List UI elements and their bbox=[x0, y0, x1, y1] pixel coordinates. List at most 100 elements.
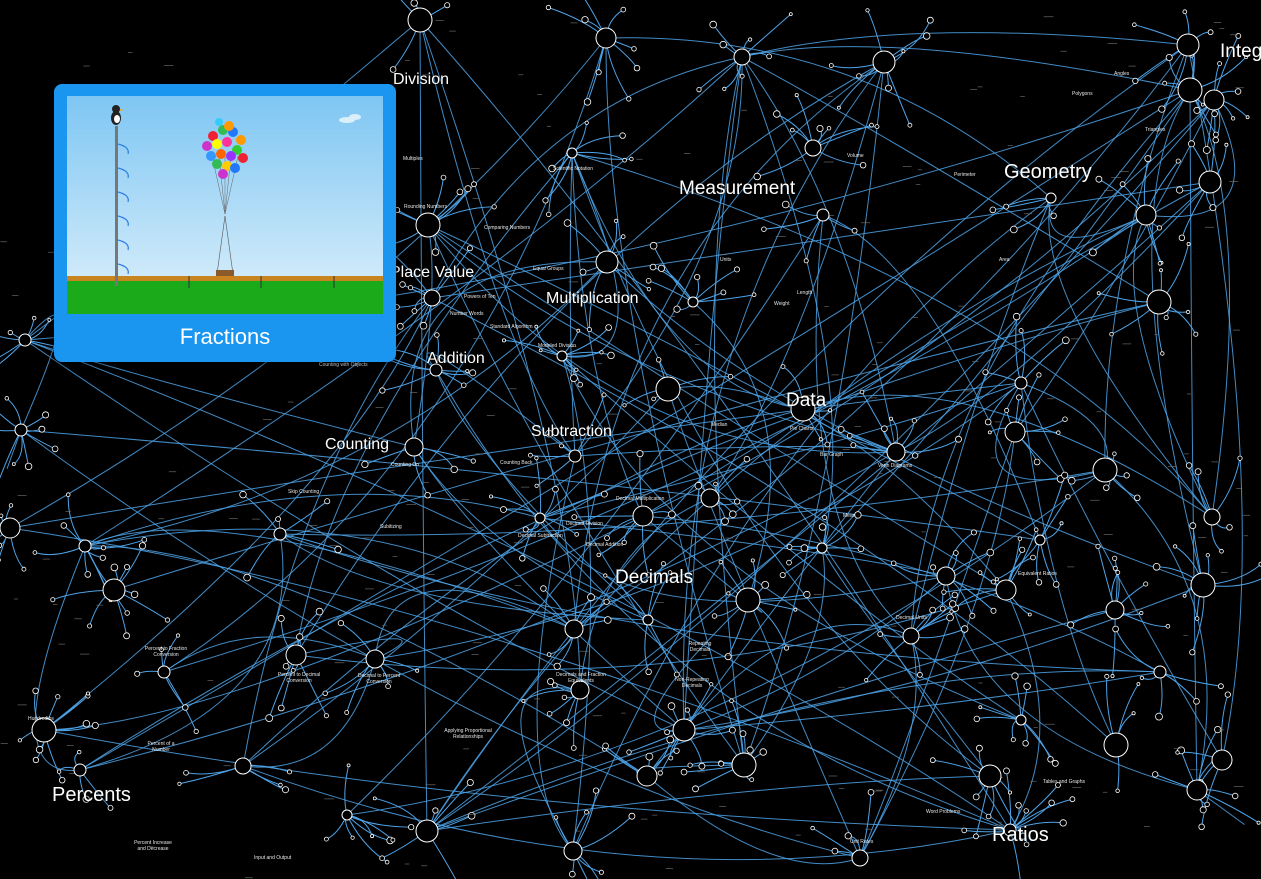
concept-node bbox=[603, 573, 608, 578]
subtopic-label[interactable]: Decimal Units bbox=[896, 615, 927, 621]
topic-percents[interactable]: Percents bbox=[52, 784, 131, 806]
subtopic-label[interactable]: Skip Counting bbox=[288, 489, 320, 495]
connection-line bbox=[435, 369, 649, 621]
concept-node bbox=[633, 64, 641, 72]
topic-addition[interactable]: Addition bbox=[427, 350, 485, 367]
connection-line bbox=[79, 451, 897, 771]
concept-node bbox=[1023, 808, 1029, 814]
topic-multiplication[interactable]: Multiplication bbox=[546, 290, 639, 307]
topic-division[interactable]: Division bbox=[393, 71, 450, 88]
connection-line bbox=[431, 297, 1117, 746]
connection-line bbox=[709, 61, 885, 499]
concept-node bbox=[601, 490, 608, 498]
concept-node bbox=[99, 554, 106, 561]
concept-node bbox=[1096, 291, 1101, 296]
topic-integers[interactable]: Integ bbox=[1220, 41, 1261, 62]
hub-node bbox=[273, 527, 287, 541]
subtopic-label[interactable]: Angles bbox=[1114, 71, 1130, 77]
concept-node bbox=[1067, 621, 1075, 629]
topic-measurement[interactable]: Measurement bbox=[679, 178, 796, 199]
subtopic-label[interactable]: Decimal Multiplication bbox=[616, 496, 665, 502]
topic-place-value[interactable]: Place Value bbox=[390, 264, 475, 281]
subtopic-label[interactable]: Units bbox=[720, 257, 732, 263]
subtopic-label[interactable]: Bar Graph bbox=[820, 452, 844, 458]
connection-line bbox=[1115, 628, 1161, 673]
subtopic-label[interactable]: Polygons bbox=[1072, 91, 1093, 97]
connection-line bbox=[295, 152, 573, 656]
subtopic-label[interactable]: Decimals and Fraction Equivalents bbox=[556, 672, 606, 684]
connection-line bbox=[84, 56, 743, 547]
concept-node bbox=[629, 156, 634, 162]
subtopic-label[interactable]: Equal Groups bbox=[533, 266, 564, 272]
subtopic-label[interactable]: Venn Diagrams bbox=[878, 463, 913, 469]
concept-node bbox=[1209, 204, 1217, 212]
concept-node bbox=[961, 827, 967, 834]
topic-geometry[interactable]: Geometry bbox=[1004, 161, 1092, 183]
subtopic-label[interactable]: Counting Back bbox=[500, 460, 533, 466]
subtopic-label[interactable]: Percent of a Number bbox=[147, 741, 175, 753]
connection-line bbox=[427, 224, 897, 454]
subtopic-label[interactable]: Rounding Numbers bbox=[404, 204, 448, 210]
subtopic-label[interactable]: Decimal Subtraction bbox=[518, 533, 563, 539]
subtopic-label[interactable]: Percent Increase and Decrease bbox=[134, 840, 172, 852]
subtopic-label[interactable]: Applying Proportional Relationships bbox=[444, 728, 492, 740]
subtopic-label[interactable]: Perimeter bbox=[954, 172, 976, 178]
subtopic-label[interactable]: Number Words bbox=[450, 311, 484, 317]
subtopic-label[interactable]: Unit Rates bbox=[850, 839, 874, 845]
subtopic-label[interactable]: Non-Repeating Decimals bbox=[675, 677, 709, 689]
subtopic-label[interactable]: Counting On bbox=[391, 462, 420, 468]
concept-node bbox=[415, 668, 420, 673]
connection-line bbox=[1014, 675, 1022, 721]
connection-line bbox=[561, 355, 592, 852]
subtopic-label[interactable]: Percent to Decimal Conversion bbox=[277, 672, 321, 684]
concept-node bbox=[1156, 225, 1163, 231]
topic-counting[interactable]: Counting bbox=[325, 436, 390, 453]
connection-line bbox=[279, 500, 328, 535]
subtopic-label[interactable]: Comparing Numbers bbox=[484, 225, 531, 231]
subtopic-label[interactable]: Input and Output bbox=[254, 855, 292, 861]
subtopic-label[interactable]: Word Problems bbox=[926, 809, 961, 815]
subtopic-label[interactable]: Area bbox=[999, 257, 1010, 263]
fractions-sim-card[interactable]: Fractions bbox=[54, 84, 396, 362]
subtopic-label[interactable]: Triangles bbox=[1145, 127, 1166, 133]
subtopic-label[interactable]: Standard Algorithm bbox=[490, 324, 533, 330]
connection-line bbox=[1039, 496, 1069, 541]
subtopic-label[interactable]: Hundredths bbox=[28, 716, 54, 722]
concept-node bbox=[1199, 806, 1207, 814]
concept-node bbox=[559, 443, 564, 449]
topic-data[interactable]: Data bbox=[786, 390, 827, 411]
topic-subtraction[interactable]: Subtraction bbox=[531, 423, 612, 440]
concept-node bbox=[607, 351, 615, 360]
subtopic-label[interactable]: Multiples bbox=[403, 156, 423, 162]
concept-node bbox=[994, 577, 999, 582]
concept-node bbox=[583, 98, 592, 106]
subtopic-label[interactable]: Modeled Division bbox=[538, 343, 577, 349]
subtopic-label[interactable]: Subitizing bbox=[380, 524, 402, 530]
subtopic-label[interactable]: Decimal Addition bbox=[586, 542, 624, 548]
subtopic-label[interactable]: Powers of Ten bbox=[464, 294, 496, 300]
subtopic-label[interactable]: Counting with Objects bbox=[319, 362, 368, 368]
subtopic-label[interactable]: Decimal to Percent Conversion bbox=[357, 673, 401, 685]
concept-node bbox=[651, 396, 656, 402]
subtopic-label[interactable]: Length bbox=[797, 290, 813, 296]
subtopic-label[interactable]: Decimal Division bbox=[566, 521, 603, 527]
topic-decimals[interactable]: Decimals bbox=[615, 567, 694, 588]
subtopic-label[interactable]: Volume bbox=[847, 153, 864, 159]
subtopic-label[interactable]: Median bbox=[711, 422, 728, 428]
subtopic-label[interactable]: Scientific Notation bbox=[553, 166, 594, 172]
subtopic-label[interactable]: Tables and Graphs bbox=[1043, 779, 1085, 785]
subtopic-label[interactable]: Weight bbox=[774, 301, 790, 307]
subtopic-label[interactable]: Equivalent Ratios bbox=[1018, 571, 1057, 577]
subtopic-label[interactable]: Pie Charts bbox=[790, 426, 814, 432]
concept-node bbox=[929, 606, 936, 614]
concept-node bbox=[901, 49, 906, 54]
concept-node bbox=[389, 66, 397, 73]
subtopic-label[interactable]: Percent to Fraction Conversion bbox=[144, 646, 188, 658]
connection-line bbox=[1159, 671, 1221, 687]
concept-node bbox=[761, 226, 767, 232]
subtopic-label[interactable]: Repeating Decimals bbox=[688, 641, 712, 653]
topic-ratios[interactable]: Ratios bbox=[992, 824, 1049, 846]
connection-line bbox=[426, 352, 576, 457]
subtopic-label[interactable]: Mean bbox=[843, 513, 856, 519]
